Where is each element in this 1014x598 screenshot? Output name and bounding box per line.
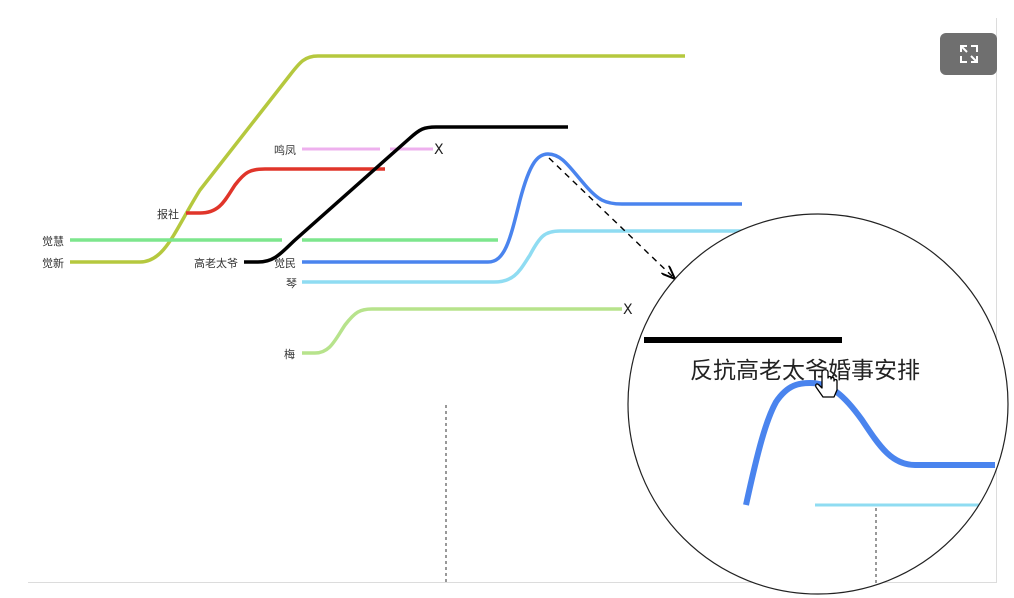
storyline-juemin — [302, 152, 742, 264]
label-juexin: 觉新 — [42, 256, 64, 270]
storyline-juexin — [70, 54, 685, 264]
zoom-pointer-arrow — [548, 157, 674, 278]
fullscreen-button[interactable] — [940, 33, 997, 75]
label-qin: 琴 — [286, 277, 297, 290]
storyline-mei — [302, 307, 622, 355]
label-juemin: 觉民 — [274, 257, 296, 270]
label-juehui: 觉慧 — [42, 234, 64, 248]
storyline-baoshe — [186, 167, 385, 215]
label-mei: 梅 — [284, 347, 295, 361]
expand-icon — [959, 45, 978, 63]
label-mingfeng: 鸣凤 — [274, 143, 296, 157]
hand-cursor-icon — [815, 369, 838, 398]
storyline-gaolaotaiye — [244, 125, 568, 264]
zoomed-blue-line — [743, 379, 995, 506]
end-mark-mei: X — [623, 302, 633, 318]
storyline-qin — [302, 229, 742, 284]
zoom-event-title: 反抗高老太爷婚事安排 — [690, 358, 920, 384]
end-mark-mingfeng: X — [434, 142, 444, 158]
label-baoshe: 报社 — [157, 207, 179, 221]
label-gaolaotaiye: 高老太爷 — [194, 256, 238, 270]
magnifier-lens: 反抗高老太爷婚事安排 — [627, 213, 1009, 595]
